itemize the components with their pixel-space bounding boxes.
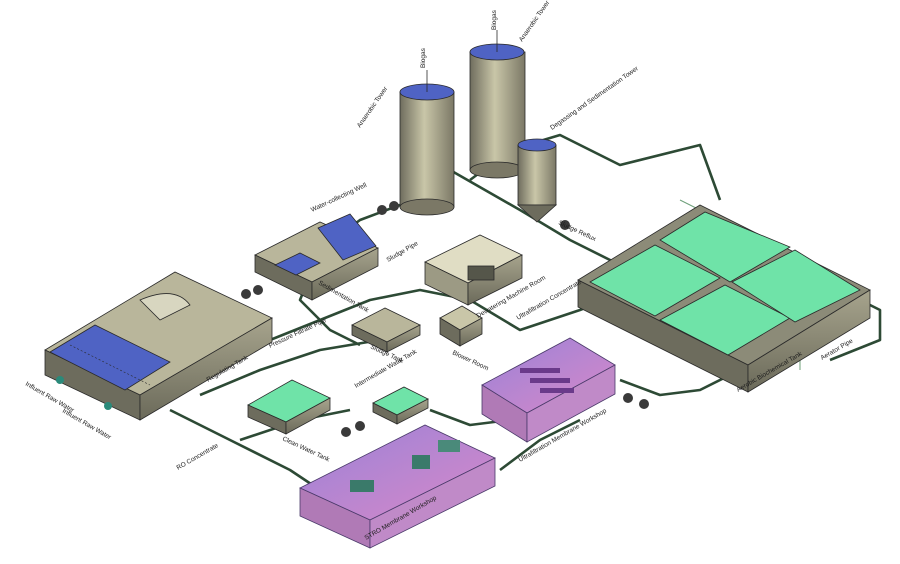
stro-membrane-workshop [299, 424, 496, 549]
label-anaerobic-tower-1: Anaerobic Tower [356, 85, 390, 129]
label-ro-concentrate: RO Concentrate [176, 442, 221, 472]
ultrafiltration-membrane-workshop [481, 337, 616, 443]
label-sludge-reflux: Sludge Reflux [557, 219, 597, 243]
degassing-sedimentation-tower [516, 138, 558, 223]
tower-link-pipe [449, 168, 621, 267]
aerobic-biochemical-tank [577, 204, 871, 393]
label-influent-2: Influent Raw Water [61, 408, 113, 442]
intermediate-water-tank [372, 386, 429, 425]
label-pressure-filtrate-pipe: Pressure Filtrate Pipe [268, 317, 328, 350]
label-blower-room: Blower Room [451, 349, 489, 372]
regulating-tank [44, 271, 273, 421]
sludge-tank [351, 307, 421, 353]
label-biogas-1: Biogas [420, 47, 427, 68]
label-clean-water-tank: Clean Water Tank [281, 435, 331, 463]
label-sludge-pipe: Sludge Pipe [386, 240, 420, 264]
water-collecting-well [254, 213, 379, 301]
label-biogas-2: Biogas [491, 9, 498, 30]
pump-set [56, 201, 649, 437]
anaerobic-tower-2 [469, 30, 526, 179]
clean-water-tank [247, 379, 331, 435]
anaerobic-tower-1 [399, 70, 455, 216]
dewatering-machine-room [424, 234, 523, 306]
label-water-collecting-well: Water-collecting Well [310, 182, 368, 214]
regulating-pipe [199, 338, 381, 397]
label-anaerobic-tower-2: Anaerobic Tower [518, 0, 552, 43]
blower-room [439, 305, 483, 347]
pressure-filtrate-pipe-line [269, 288, 631, 342]
label-degassing-tower: Degassing and Sedimentation Tower [549, 65, 640, 132]
ro-concentrate-pipe [169, 408, 321, 492]
stro-pipe [499, 418, 581, 472]
